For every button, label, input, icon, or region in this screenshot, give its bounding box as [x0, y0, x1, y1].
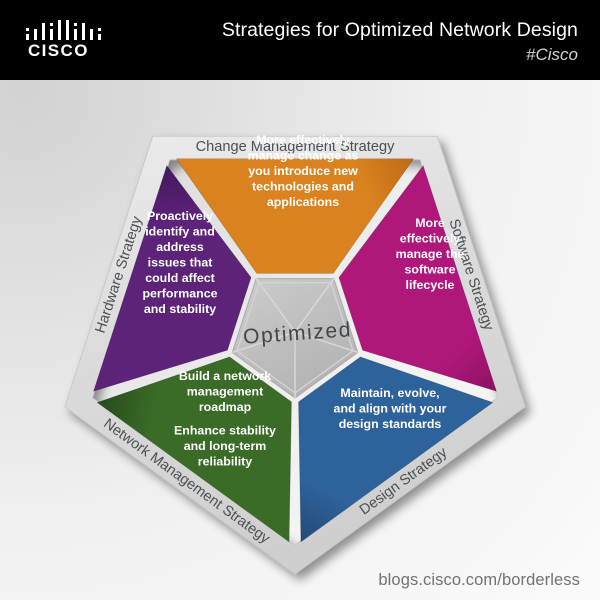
pentagon-wedges	[92, 158, 498, 543]
wedge-text-line: and align with your	[334, 402, 447, 416]
wedge-text-line: address	[156, 240, 204, 254]
cisco-logo-wordmark: CISCO	[28, 41, 89, 60]
cisco-logo-bar	[82, 23, 85, 40]
wedge-text-line: More	[415, 216, 445, 230]
header-title-group: Strategies for Optimized Network Design …	[222, 18, 578, 66]
slide-header: CISCO Strategies for Optimized Network D…	[0, 0, 600, 81]
cisco-logo-bar	[66, 20, 69, 40]
cisco-logo-bar	[42, 23, 45, 40]
wedge-hardware[interactable]	[92, 164, 252, 392]
page-title: Strategies for Optimized Network Design	[221, 19, 578, 41]
core-spoke	[255, 278, 296, 333]
wedge-text-line: management	[187, 385, 263, 399]
cisco-logo-dot	[74, 23, 77, 26]
wedge-change-management[interactable]	[175, 158, 415, 274]
wedge-text-line: Proactively	[147, 209, 213, 223]
wedge-text-line: performance	[142, 287, 217, 301]
cisco-logo-bar	[50, 29, 53, 40]
wedge-text-line: identify and	[145, 225, 215, 239]
wedge-text-line: Enhance stability	[174, 424, 276, 438]
core-spoke	[294, 278, 335, 333]
wedge-text-line: Maintain, evolve,	[340, 386, 439, 400]
rim-label-change-management: Change Management Strategy	[196, 139, 395, 155]
cisco-logo-bar	[74, 29, 77, 40]
wedge-text-line: design standards	[339, 417, 442, 431]
wedge-text-line: manage the	[396, 247, 465, 261]
cisco-logo-bars	[26, 20, 108, 40]
cisco-logo-bar	[34, 29, 37, 40]
wedge-text-line: applications	[267, 195, 339, 209]
wedge-text-network-management: Build a network managementroadmapEnhance …	[174, 369, 276, 469]
core-bevel	[236, 281, 354, 394]
page-subtitle-hashtag: #Cisco	[526, 45, 578, 64]
wedge-software[interactable]	[338, 164, 498, 392]
cisco-logo-bar	[26, 34, 29, 40]
wedge-network-management[interactable]	[96, 356, 292, 543]
wedge-text-line: and long-term	[184, 439, 267, 453]
cisco-logo-bar	[58, 20, 61, 40]
wedge-text-line: issues that	[148, 256, 213, 270]
wedge-text-design: Maintain, evolve, and align with yourdesi…	[334, 386, 447, 431]
wedge-text-line: technologies and	[252, 180, 354, 194]
core-spoke	[231, 331, 296, 354]
cisco-logo: CISCO	[20, 20, 116, 62]
wedge-text-line: lifecycle	[406, 278, 455, 292]
cisco-logo-bar	[90, 29, 93, 40]
footer-url: blogs.cisco.com/borderless	[378, 571, 580, 589]
wedge-text-line: you introduce new	[248, 164, 358, 178]
core-spoke	[294, 331, 359, 354]
cisco-logo-bar	[98, 34, 101, 40]
cisco-logo-dot	[98, 28, 101, 31]
wedge-text-line: Build a network	[179, 369, 271, 383]
wedge-text-line: reliability	[198, 455, 253, 469]
center-core: Optimized	[231, 278, 359, 399]
cisco-logo-dot	[50, 23, 53, 26]
wedge-design[interactable]	[298, 356, 494, 543]
wedge-text-line: effectively	[400, 232, 461, 246]
wedge-text-line: could affect	[145, 271, 215, 285]
wedge-text-line: software	[405, 263, 456, 277]
wedge-text-line: roadmap	[199, 400, 252, 414]
cisco-logo-dot	[26, 28, 29, 31]
wedge-text-line: and stability	[144, 302, 216, 316]
wedge-text-line: More effectively	[256, 133, 350, 147]
wedge-text-line: manage change as	[248, 149, 359, 163]
